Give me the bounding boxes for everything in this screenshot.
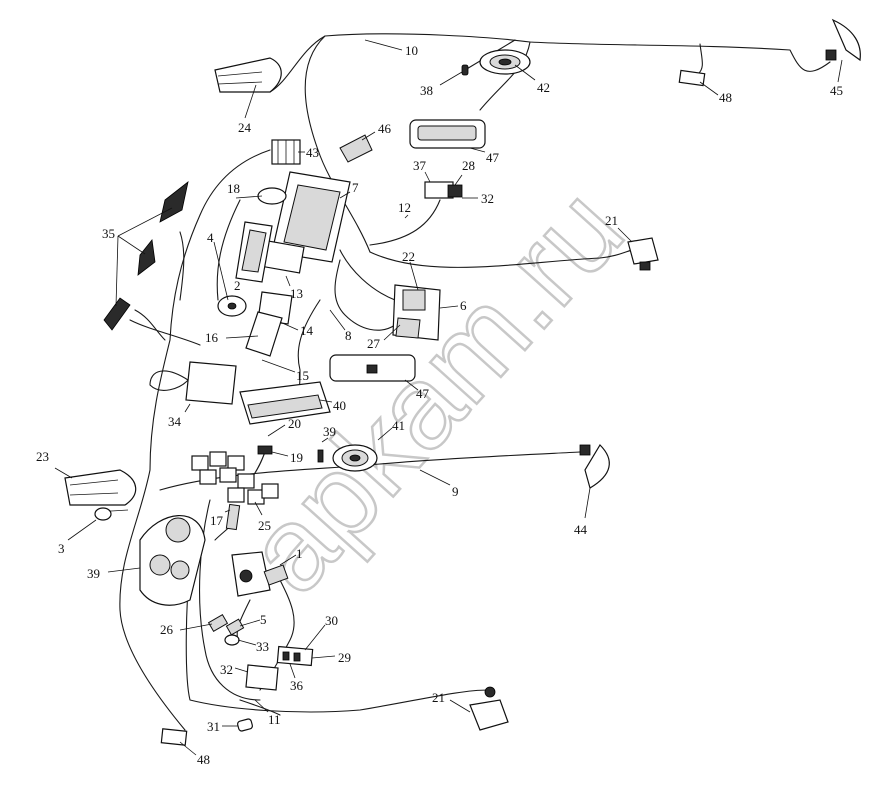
callout-10: 10 xyxy=(405,43,418,58)
callout-8: 8 xyxy=(345,328,352,343)
callout-21-bottom: 21 xyxy=(432,690,445,705)
callout-1: 1 xyxy=(296,546,303,561)
callout-38: 38 xyxy=(420,83,433,98)
callout-30: 30 xyxy=(325,613,338,628)
component-drawings xyxy=(64,18,861,746)
callout-48-bottom: 48 xyxy=(197,752,210,767)
callout-21-top: 21 xyxy=(605,213,618,228)
callout-47-mid: 47 xyxy=(416,386,430,401)
callout-5: 5 xyxy=(260,612,267,627)
callout-28: 28 xyxy=(462,158,475,173)
callout-47-top: 47 xyxy=(486,150,500,165)
callout-7: 7 xyxy=(352,180,359,195)
callout-39-mid: 39 xyxy=(323,424,336,439)
callout-6: 6 xyxy=(460,298,467,313)
callout-46: 46 xyxy=(378,121,392,136)
callout-44: 44 xyxy=(574,522,588,537)
callout-48-top: 48 xyxy=(719,90,732,105)
callout-45: 45 xyxy=(830,83,843,98)
callout-22: 22 xyxy=(402,249,415,264)
callout-12: 12 xyxy=(398,200,411,215)
callout-20: 20 xyxy=(288,416,301,431)
callout-36: 36 xyxy=(290,678,304,693)
callout-2: 2 xyxy=(234,278,241,293)
callout-35: 35 xyxy=(102,226,115,241)
callout-39-left: 39 xyxy=(87,566,100,581)
callout-23: 23 xyxy=(36,449,49,464)
callout-37: 37 xyxy=(413,158,427,173)
callout-18: 18 xyxy=(227,181,240,196)
callout-24: 24 xyxy=(238,120,252,135)
callout-3: 3 xyxy=(58,541,65,556)
callout-40: 40 xyxy=(333,398,346,413)
callout-43: 43 xyxy=(306,145,319,160)
callout-19: 19 xyxy=(290,450,303,465)
callout-13: 13 xyxy=(290,286,303,301)
callout-41: 41 xyxy=(392,418,405,433)
callout-29: 29 xyxy=(338,650,351,665)
callout-32-top: 32 xyxy=(481,191,494,206)
callout-16: 16 xyxy=(205,330,219,345)
callout-9: 9 xyxy=(452,484,459,499)
callout-11: 11 xyxy=(268,712,281,727)
callout-34: 34 xyxy=(168,414,182,429)
callout-42: 42 xyxy=(537,80,550,95)
callout-14: 14 xyxy=(300,323,314,338)
callout-26: 26 xyxy=(160,622,174,637)
callout-17: 17 xyxy=(210,513,224,528)
callout-labels: 10 24 38 42 48 45 46 43 47 37 28 32 18 7… xyxy=(36,39,843,767)
callout-4: 4 xyxy=(207,230,214,245)
callout-31: 31 xyxy=(207,719,220,734)
callout-15: 15 xyxy=(296,368,309,383)
callout-25: 25 xyxy=(258,518,271,533)
callout-27: 27 xyxy=(367,336,381,351)
wire-harness xyxy=(94,33,831,731)
switch-block xyxy=(191,451,279,505)
callout-32-bottom: 32 xyxy=(220,662,233,677)
callout-33: 33 xyxy=(256,639,269,654)
